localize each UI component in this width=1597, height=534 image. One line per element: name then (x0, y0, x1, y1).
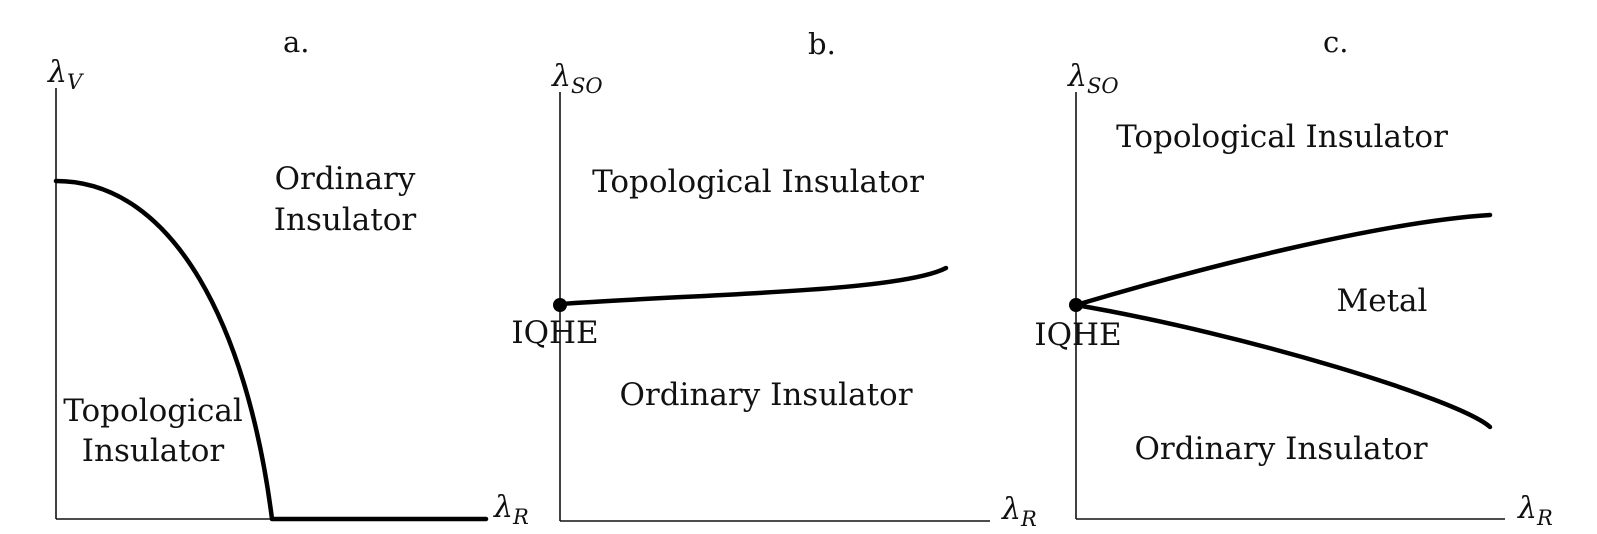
panel-c: c. λSO λR IQHE Topological Insulator Met… (1034, 25, 1553, 530)
panel-c-upper-boundary (1073, 212, 1493, 308)
panel-c-lower-boundary (1073, 302, 1493, 430)
panel-c-x-axis-label: λR (1517, 491, 1553, 530)
panel-a-region-upper-line1: Ordinary (275, 161, 416, 197)
panel-b: b. λSO λR IQHE Topological Insulator Ord… (511, 27, 1037, 531)
panel-c-region-middle: Metal (1337, 283, 1428, 319)
panel-c-label: c. (1323, 25, 1348, 59)
panel-c-y-axis-label: λSO (1067, 59, 1119, 98)
panel-b-region-bottom: Ordinary Insulator (619, 377, 912, 413)
panel-a-y-axis-label: λV (47, 55, 84, 94)
panel-a-x-axis-label: λR (493, 490, 529, 529)
panel-c-region-top: Topological Insulator (1116, 119, 1448, 155)
panel-c-point-label: IQHE (1034, 317, 1121, 353)
panel-c-iqhe-point (1069, 298, 1083, 312)
panel-b-point-label: IQHE (511, 315, 598, 351)
panel-a-label: a. (283, 25, 310, 59)
panel-a-region-lower-line1: Topological (63, 393, 243, 429)
panel-b-x-axis-label: λR (1001, 492, 1037, 531)
panel-a: a. λV λR Ordinary Insulator Topological … (47, 25, 529, 529)
panel-c-region-bottom: Ordinary Insulator (1134, 431, 1427, 467)
panel-b-phase-boundary (557, 265, 949, 307)
panel-b-label: b. (808, 27, 836, 61)
panel-a-region-lower-line2: Insulator (82, 433, 225, 469)
panel-b-y-axis-label: λSO (551, 59, 603, 98)
panel-b-region-top: Topological Insulator (592, 164, 924, 200)
panel-a-phase-boundary (53, 178, 489, 522)
panel-a-region-upper-line2: Insulator (274, 202, 417, 238)
panel-b-iqhe-point (553, 298, 567, 312)
